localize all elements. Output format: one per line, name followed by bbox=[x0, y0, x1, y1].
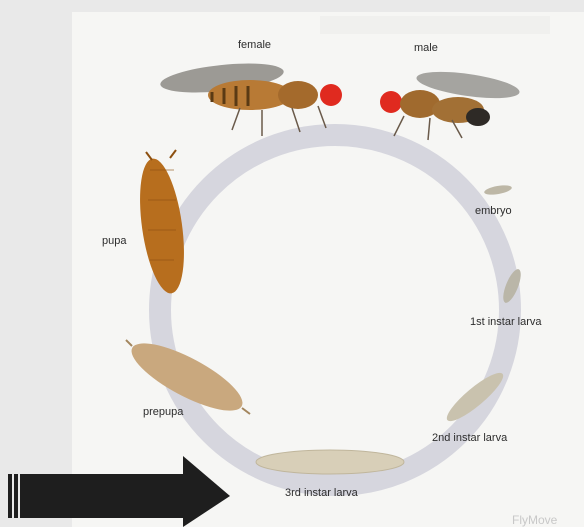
pointer-arrow bbox=[8, 456, 230, 527]
third-instar-illustration bbox=[256, 450, 404, 474]
label-female: female bbox=[238, 39, 271, 51]
label-first-instar: 1st instar larva bbox=[470, 316, 542, 328]
male-fly-illustration bbox=[380, 67, 521, 140]
label-embryo: embryo bbox=[475, 205, 512, 217]
female-fly-illustration bbox=[159, 59, 342, 136]
label-pupa: pupa bbox=[102, 235, 126, 247]
watermark: FlyMove bbox=[512, 513, 557, 527]
embryo-illustration bbox=[484, 184, 513, 197]
label-male: male bbox=[414, 42, 438, 54]
label-third-instar: 3rd instar larva bbox=[285, 487, 358, 499]
label-prepupa: prepupa bbox=[143, 406, 183, 418]
label-second-instar: 2nd instar larva bbox=[432, 432, 507, 444]
